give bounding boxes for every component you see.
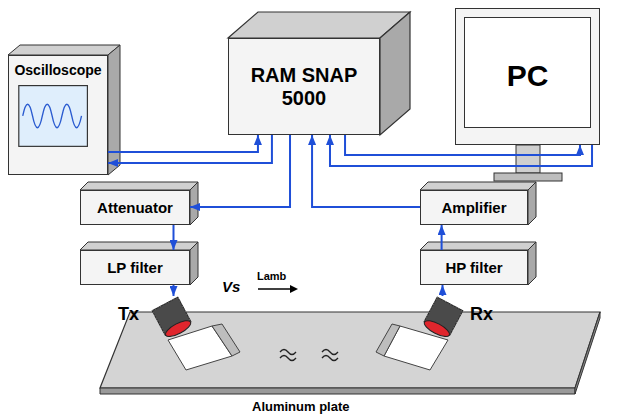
signal-connector (190, 135, 290, 207)
box-top (228, 12, 410, 38)
signal-connector (173, 225, 175, 250)
node-label: Attenuator (97, 199, 173, 216)
node-label: Oscilloscope (14, 62, 101, 78)
plate-edge (100, 388, 575, 394)
box-top (80, 242, 198, 250)
transducer-body (420, 296, 465, 336)
box-top (420, 242, 536, 250)
signal-connector (108, 135, 272, 163)
plate-side (575, 312, 600, 394)
transducer: Rx (420, 296, 465, 336)
monitor-neck (516, 145, 540, 173)
signal-connector (108, 135, 258, 152)
computer-monitor: PC (455, 8, 600, 145)
box-top (420, 182, 536, 190)
box-side (380, 12, 410, 135)
process-box: LP filter (80, 250, 190, 285)
node-label: HP filter (445, 259, 502, 276)
monitor-base (494, 173, 562, 181)
node-label: Rx (470, 304, 493, 325)
node-label: PC (507, 59, 549, 94)
break-symbol (280, 350, 296, 361)
node-label: Tx (118, 304, 139, 325)
direction-arrow (258, 288, 290, 290)
transducer-body (150, 296, 195, 336)
velocity-label: Vs (222, 278, 240, 295)
box-top (80, 182, 198, 190)
direction-arrowhead (290, 285, 298, 293)
signal-connector (441, 225, 443, 250)
process-box: HP filter (420, 250, 528, 285)
process-box: Attenuator (80, 190, 190, 225)
rx-wedge-side (376, 324, 400, 356)
tx-wedge-side (212, 324, 240, 356)
box-side (190, 182, 198, 225)
wave-mode-label: Lamb (257, 270, 286, 282)
signal-connector (173, 285, 175, 296)
node-label: Amplifier (441, 199, 506, 216)
node-label: RAM SNAP 5000 (243, 64, 365, 110)
instrument-box: RAM SNAP 5000 (228, 38, 380, 135)
instrument-box: Oscilloscope (8, 55, 108, 175)
box-top (8, 45, 120, 55)
process-box: Amplifier (420, 190, 528, 225)
box-side (108, 45, 120, 175)
node-label: LP filter (107, 259, 163, 276)
specimen-label: Aluminum plate (252, 399, 350, 414)
signal-connector (312, 135, 420, 207)
box-side (528, 182, 536, 225)
box-side (190, 242, 198, 285)
break-symbol (322, 350, 338, 361)
transducer: Tx (150, 296, 195, 336)
signal-connector (442, 285, 444, 296)
box-side (528, 242, 536, 285)
